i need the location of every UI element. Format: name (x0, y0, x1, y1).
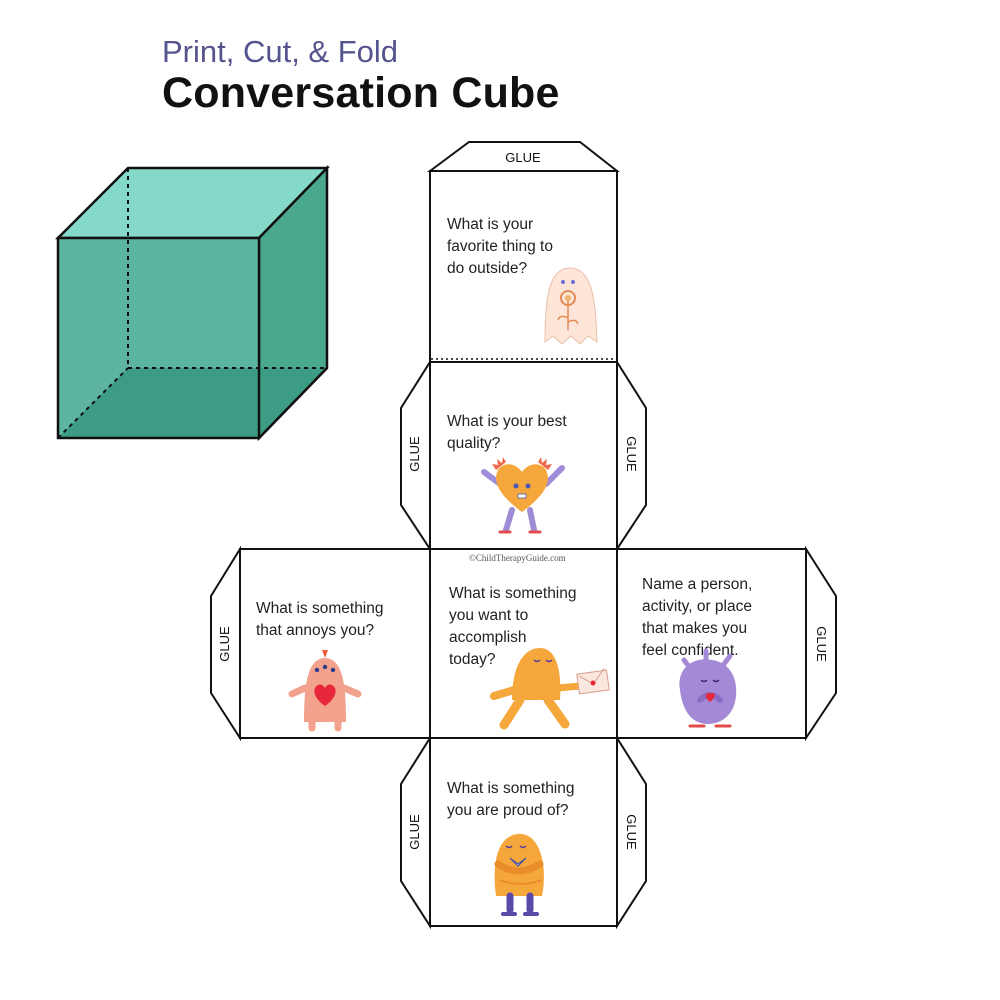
face-center (429, 548, 618, 739)
page-subtitle: Print, Cut, & Fold (162, 34, 399, 69)
glue-label: GLUE (624, 436, 639, 472)
header: Print, Cut, & Fold Conversation Cube (162, 34, 560, 116)
ghost-character-icon (544, 267, 598, 345)
glue-label: GLUE (407, 814, 422, 850)
question-upper-middle: What is your best quality? (447, 413, 571, 452)
face-upper-middle (429, 361, 618, 550)
question-bottom: What is something you are proud of? (447, 780, 579, 819)
cube-illustration (54, 164, 330, 442)
watermark: ©ChildTherapyGuide.com (469, 553, 566, 563)
glue-label: GLUE (217, 626, 232, 662)
face-bottom (429, 737, 618, 927)
glue-tabs: GLUE GLUE GLUE GLUE GLUE GLUE GLUE (210, 141, 837, 930)
glue-label: GLUE (505, 150, 541, 165)
purple-monster-icon (679, 648, 737, 728)
pink-monster-icon (288, 650, 362, 732)
page-title: Conversation Cube (162, 69, 560, 117)
question-center: What is something you want to accomplish… (449, 585, 581, 668)
glue-label: GLUE (624, 814, 639, 850)
question-top: What is your favorite thing to do outsid… (447, 216, 557, 277)
glue-label: GLUE (407, 436, 422, 472)
orange-monster-icon (494, 833, 544, 916)
walking-monster-icon (490, 648, 610, 730)
heart-monster-icon (481, 457, 565, 534)
question-left: What is something that annoys you? (256, 600, 388, 639)
question-right: Name a person, activity, or place that m… (642, 576, 757, 659)
glue-label: GLUE (814, 626, 829, 662)
